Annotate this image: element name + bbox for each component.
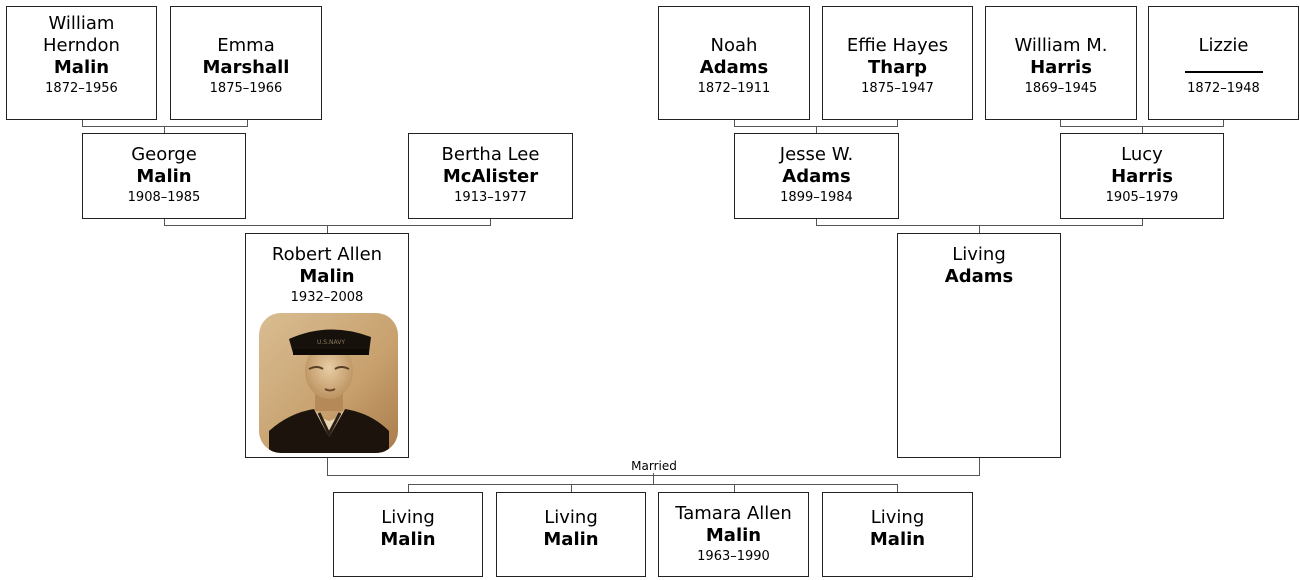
life-dates: 1869–1945 [1024, 81, 1098, 96]
given-name: Effie Hayes [846, 35, 949, 56]
surname: Harris [1111, 166, 1173, 187]
given-name: Noah [710, 35, 758, 56]
person-noah-adams[interactable]: Noah Adams 1872–1911 [658, 6, 810, 120]
given-name: Jesse W. [779, 144, 854, 165]
life-dates: 1908–1985 [127, 190, 201, 205]
connector-line [82, 119, 83, 127]
life-dates: 1875–1966 [209, 81, 283, 96]
connector-line [1142, 126, 1143, 133]
connector-line [653, 466, 654, 485]
surname: Adams [782, 166, 851, 187]
connector-line [327, 225, 328, 233]
portrait-photo[interactable]: U.S.NAVY [259, 313, 398, 453]
surname: Malin [543, 529, 599, 550]
life-dates: 1872–1911 [697, 81, 771, 96]
connector-line [734, 484, 735, 493]
svg-text:U.S.NAVY: U.S.NAVY [317, 339, 345, 346]
person-lizzie[interactable]: Lizzie 1872–1948 [1148, 6, 1299, 120]
connector-line [1142, 218, 1143, 226]
connector-line [571, 484, 572, 493]
surname: Malin [53, 57, 110, 78]
connector-line [164, 218, 165, 226]
person-effie-hayes-tharp[interactable]: Effie Hayes Tharp 1875–1947 [822, 6, 973, 120]
given-name: Emma [217, 35, 275, 56]
person-george-malin[interactable]: George Malin 1908–1985 [82, 133, 246, 219]
connector-line [816, 218, 817, 226]
life-dates: 1905–1979 [1105, 190, 1179, 205]
person-bertha-lee-mcalister[interactable]: Bertha Lee McAlister 1913–1977 [408, 133, 573, 219]
given-name: William M. [1014, 35, 1108, 56]
given-name: Robert Allen [271, 244, 383, 265]
person-william-m-harris[interactable]: William M. Harris 1869–1945 [985, 6, 1137, 120]
person-jesse-w-adams[interactable]: Jesse W. Adams 1899–1984 [734, 133, 899, 219]
marriage-label: Married [620, 459, 688, 473]
given-name: Living [952, 244, 1006, 265]
surname: Malin [380, 529, 436, 550]
given-name: Bertha Lee [441, 144, 540, 165]
unknown-surname-line [1149, 57, 1298, 79]
given-name: George [131, 144, 197, 165]
person-emma-marshall[interactable]: Emma Marshall 1875–1966 [170, 6, 322, 120]
person-william-herndon-malin[interactable]: William Herndon Malin 1872–1956 [6, 6, 157, 120]
surname: Harris [1030, 57, 1092, 78]
given-name: William [48, 13, 115, 34]
connector-line [247, 119, 248, 127]
connector-line [327, 457, 328, 476]
surname: Malin [299, 266, 355, 287]
life-dates: 1932–2008 [290, 290, 364, 305]
connector-line [408, 484, 409, 493]
surname: Adams [699, 57, 769, 78]
given-name: Lucy [1121, 144, 1163, 165]
surname: McAlister [442, 166, 539, 187]
life-dates: 1913–1977 [454, 190, 527, 205]
life-dates: 1899–1984 [780, 190, 853, 205]
person-living-malin-2[interactable]: Living Malin [496, 492, 646, 577]
surname: Adams [944, 266, 1014, 287]
surname: Malin [869, 529, 926, 550]
connector-line [897, 119, 898, 127]
connector-line [979, 225, 980, 233]
given-name: Living [870, 507, 925, 528]
life-dates: 1963–1990 [697, 549, 770, 564]
life-dates: 1872–1956 [45, 81, 118, 96]
life-dates: 1875–1947 [861, 81, 934, 96]
connector-line [1223, 119, 1224, 127]
surname: Marshall [202, 57, 290, 78]
connector-line [897, 484, 898, 493]
person-tamara-allen-malin[interactable]: Tamara Allen Malin 1963–1990 [658, 492, 809, 577]
surname: Malin [705, 525, 762, 546]
surname: Tharp [867, 57, 927, 78]
given-name: Herndon [43, 35, 120, 56]
connector-line [816, 126, 817, 133]
person-living-adams[interactable]: Living Adams [897, 233, 1061, 458]
person-lucy-harris[interactable]: Lucy Harris 1905–1979 [1060, 133, 1224, 219]
given-name: Living [544, 507, 598, 528]
connector-line [734, 119, 735, 127]
life-dates: 1872–1948 [1187, 81, 1260, 96]
connector-line [490, 218, 491, 226]
given-name: Tamara Allen [675, 503, 792, 524]
given-name: Living [381, 507, 435, 528]
connector-line [408, 484, 898, 485]
connector-line [1060, 119, 1061, 127]
person-living-malin-1[interactable]: Living Malin [333, 492, 483, 577]
connector-line [82, 126, 248, 127]
person-living-malin-3[interactable]: Living Malin [822, 492, 973, 577]
connector-line [979, 457, 980, 476]
connector-line [164, 126, 165, 133]
given-name: Lizzie [1198, 35, 1249, 56]
surname: Malin [136, 166, 192, 187]
